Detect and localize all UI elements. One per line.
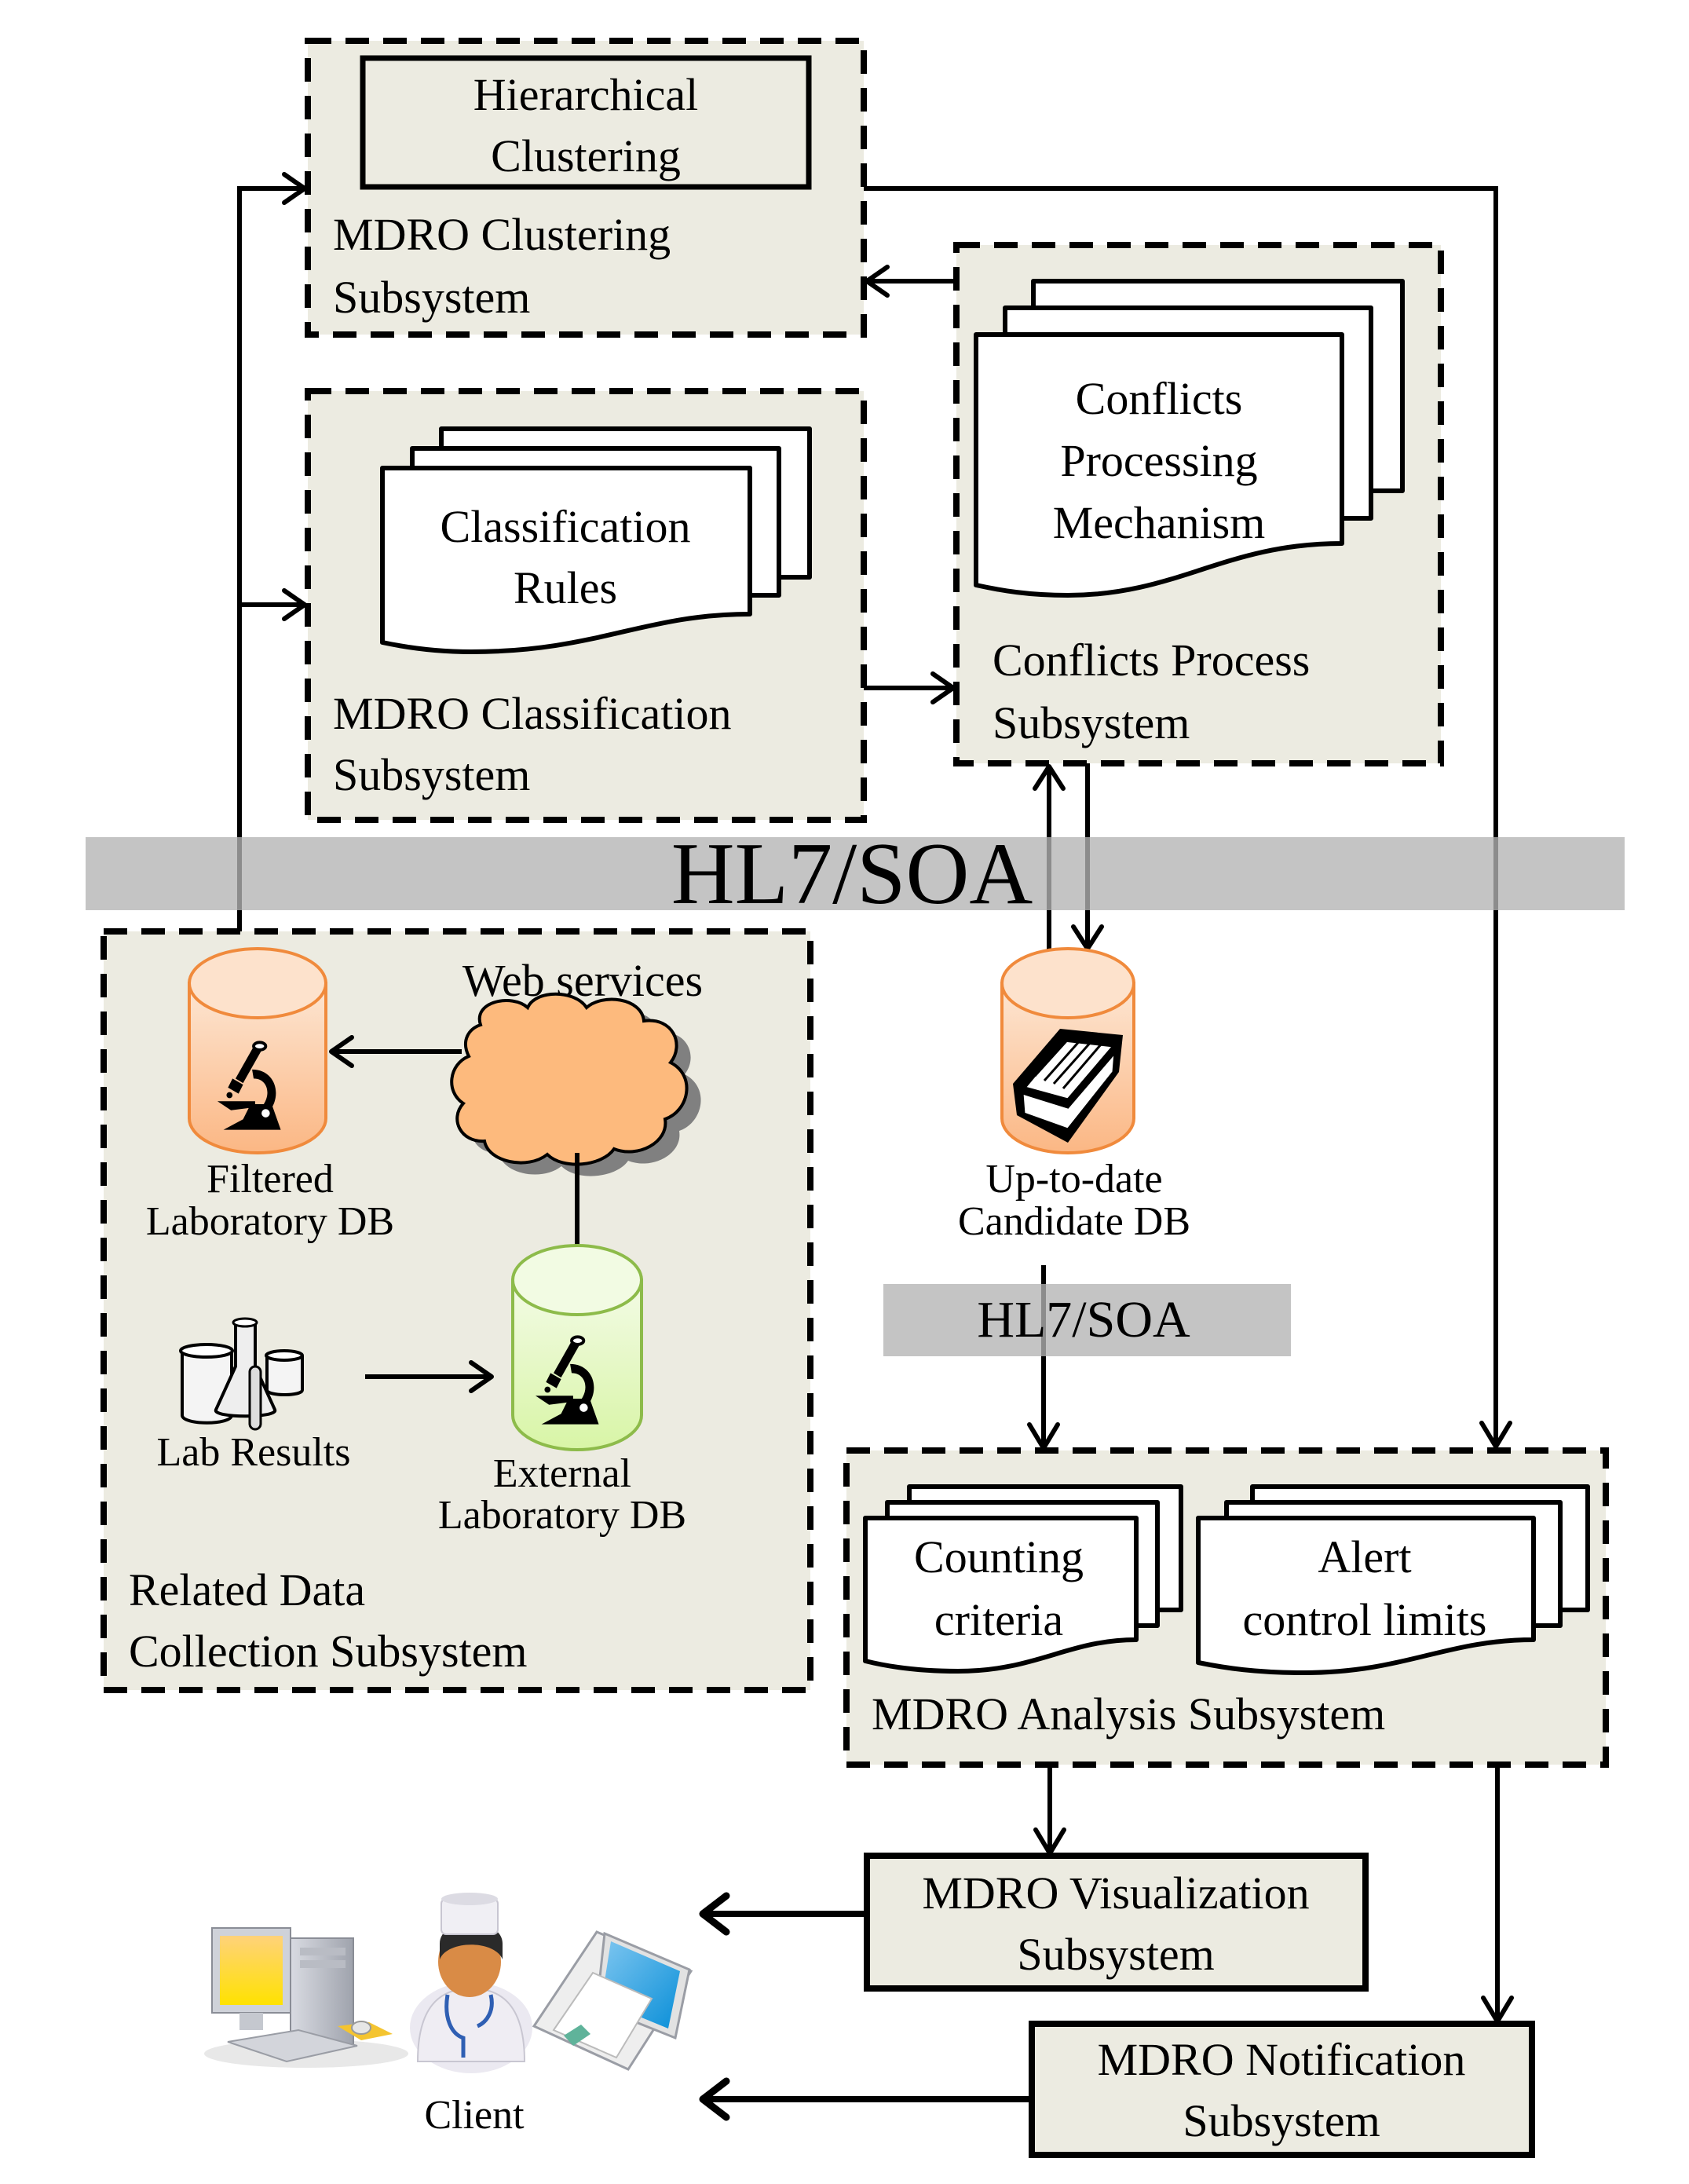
notification-subsystem[interactable]: MDRO Notification Subsystem [1029, 2021, 1535, 2158]
hierarchical-clustering-label-line2: Clustering [491, 130, 681, 181]
hl7-soa-main-band: HL7/SOA [86, 825, 1625, 923]
visualization-label-line2: Subsystem [1017, 1929, 1214, 1980]
client[interactable]: Client [204, 1893, 693, 2138]
notification-label-line1: MDRO Notification [1098, 2034, 1466, 2085]
arrowhead-into-analysis-right [1479, 1421, 1512, 1449]
related-data-subsystem[interactable]: Filtered Laboratory DB Web services Exte… [101, 928, 813, 1693]
candidate-db-label-line2: Candidate DB [958, 1199, 1190, 1244]
classification-subsystem-label-line1: MDRO Classification [333, 688, 731, 739]
test-tube [248, 1365, 262, 1431]
counting-criteria-label-line1: Counting [914, 1531, 1084, 1582]
analysis-subsystem-label: MDRO Analysis Subsystem [872, 1688, 1385, 1740]
web-services-label: Web services [462, 955, 703, 1006]
external-db-label-line2: Laboratory DB [438, 1493, 686, 1538]
doctor-icon [410, 1893, 532, 2073]
counting-criteria-label-line2: criteria [934, 1594, 1063, 1645]
conflicts-subsystem-label-line1: Conflicts Process [993, 635, 1310, 686]
visualization-box [864, 1853, 1369, 1992]
visualization-subsystem[interactable]: MDRO Visualization Subsystem [864, 1853, 1369, 1992]
arrowhead-into-external-db [469, 1360, 494, 1393]
client-label: Client [424, 2093, 525, 2138]
external-db-label-line1: External [493, 1451, 631, 1496]
counting-criteria-document-stack[interactable] [863, 1484, 1183, 1674]
beaker-right-rim [265, 1349, 304, 1362]
hl7-soa-main-label: HL7/SOA [671, 825, 1033, 923]
hl7-soa-secondary-label: HL7/SOA [977, 1291, 1190, 1348]
hl7-soa-secondary-band: HL7/SOA [883, 1284, 1291, 1356]
flask-rim [232, 1317, 258, 1328]
classification-rules-document-stack[interactable] [380, 426, 812, 654]
candidate-db[interactable] [1000, 947, 1135, 1154]
filtered-laboratory-db[interactable] [188, 947, 327, 1154]
lab-glassware-icon[interactable] [179, 1317, 304, 1431]
classification-subsystem[interactable]: Classification Rules MDRO Classification… [305, 388, 867, 823]
doc-front [974, 332, 1344, 598]
related-data-label-line2: Collection Subsystem [129, 1626, 528, 1677]
lab-results-label: Lab Results [157, 1430, 351, 1475]
arrowhead-into-client-from-visualization [699, 1892, 730, 1936]
alert-control-limits-label-line2: control limits [1243, 1594, 1487, 1645]
classification-rules-label-line1: Classification [441, 501, 691, 552]
db-cylinder-body [188, 982, 327, 1154]
card-file-box-icon [1013, 1029, 1123, 1143]
db-cylinder-top [188, 947, 327, 1019]
filtered-db-label-line1: Filtered [207, 1157, 334, 1202]
classification-rules-label-line2: Rules [514, 562, 617, 613]
beaker-left-rim [179, 1343, 234, 1359]
conflicts-doc-label-line2: Processing [1060, 435, 1257, 486]
clustering-subsystem[interactable]: Hierarchical Clustering MDRO Clustering … [305, 38, 867, 338]
cloud-shape [450, 992, 689, 1166]
cloud-icon[interactable] [450, 992, 701, 1176]
conflicts-subsystem[interactable]: Conflicts Processing Mechanism Conflicts… [953, 242, 1444, 766]
filtered-db-label-line2: Laboratory DB [146, 1199, 394, 1244]
alert-control-limits-label-line1: Alert [1318, 1531, 1411, 1582]
clustering-subsystem-label-line2: Subsystem [333, 272, 530, 323]
band-rect [883, 1284, 1291, 1356]
conflicts-processing-document-stack[interactable] [974, 279, 1405, 598]
connector-clustering-to-analysis [864, 186, 1498, 1445]
notification-label-line2: Subsystem [1183, 2095, 1380, 2146]
related-data-label-line1: Related Data [129, 1564, 365, 1615]
desktop-computer-icon [204, 1927, 408, 2068]
band-rect [86, 837, 1625, 910]
doc-front [1196, 1516, 1536, 1675]
analysis-subsystem[interactable]: Counting criteria Alert control limits M… [843, 1447, 1609, 1768]
db-cylinder-top [1000, 947, 1135, 1019]
beaker-right [265, 1355, 304, 1396]
doc-front [863, 1516, 1139, 1674]
candidate-db-label-line1: Up-to-date [985, 1157, 1162, 1202]
classification-subsystem-label-line2: Subsystem [333, 749, 530, 800]
visualization-label-line1: MDRO Visualization [922, 1868, 1309, 1919]
clustering-subsystem-label-line1: MDRO Clustering [333, 209, 671, 260]
notification-box [1029, 2021, 1535, 2158]
arrowhead-into-filtered-db [329, 1035, 354, 1068]
connector-filtered-db-trunk [237, 186, 302, 950]
conflicts-doc-label-line1: Conflicts [1076, 373, 1243, 424]
conflicts-doc-label-line3: Mechanism [1053, 497, 1266, 548]
alert-control-limits-document-stack[interactable] [1196, 1484, 1590, 1675]
laptop-icon [532, 1930, 693, 2071]
conflicts-subsystem-label-line2: Subsystem [993, 697, 1190, 748]
doc-front [380, 466, 752, 654]
external-laboratory-db[interactable] [511, 1244, 643, 1451]
arrowhead-into-client-from-notification [699, 2077, 730, 2121]
db-cylinder-top [511, 1244, 643, 1316]
hierarchical-clustering-label-line1: Hierarchical [473, 69, 699, 120]
hierarchical-clustering-box[interactable] [360, 55, 812, 190]
